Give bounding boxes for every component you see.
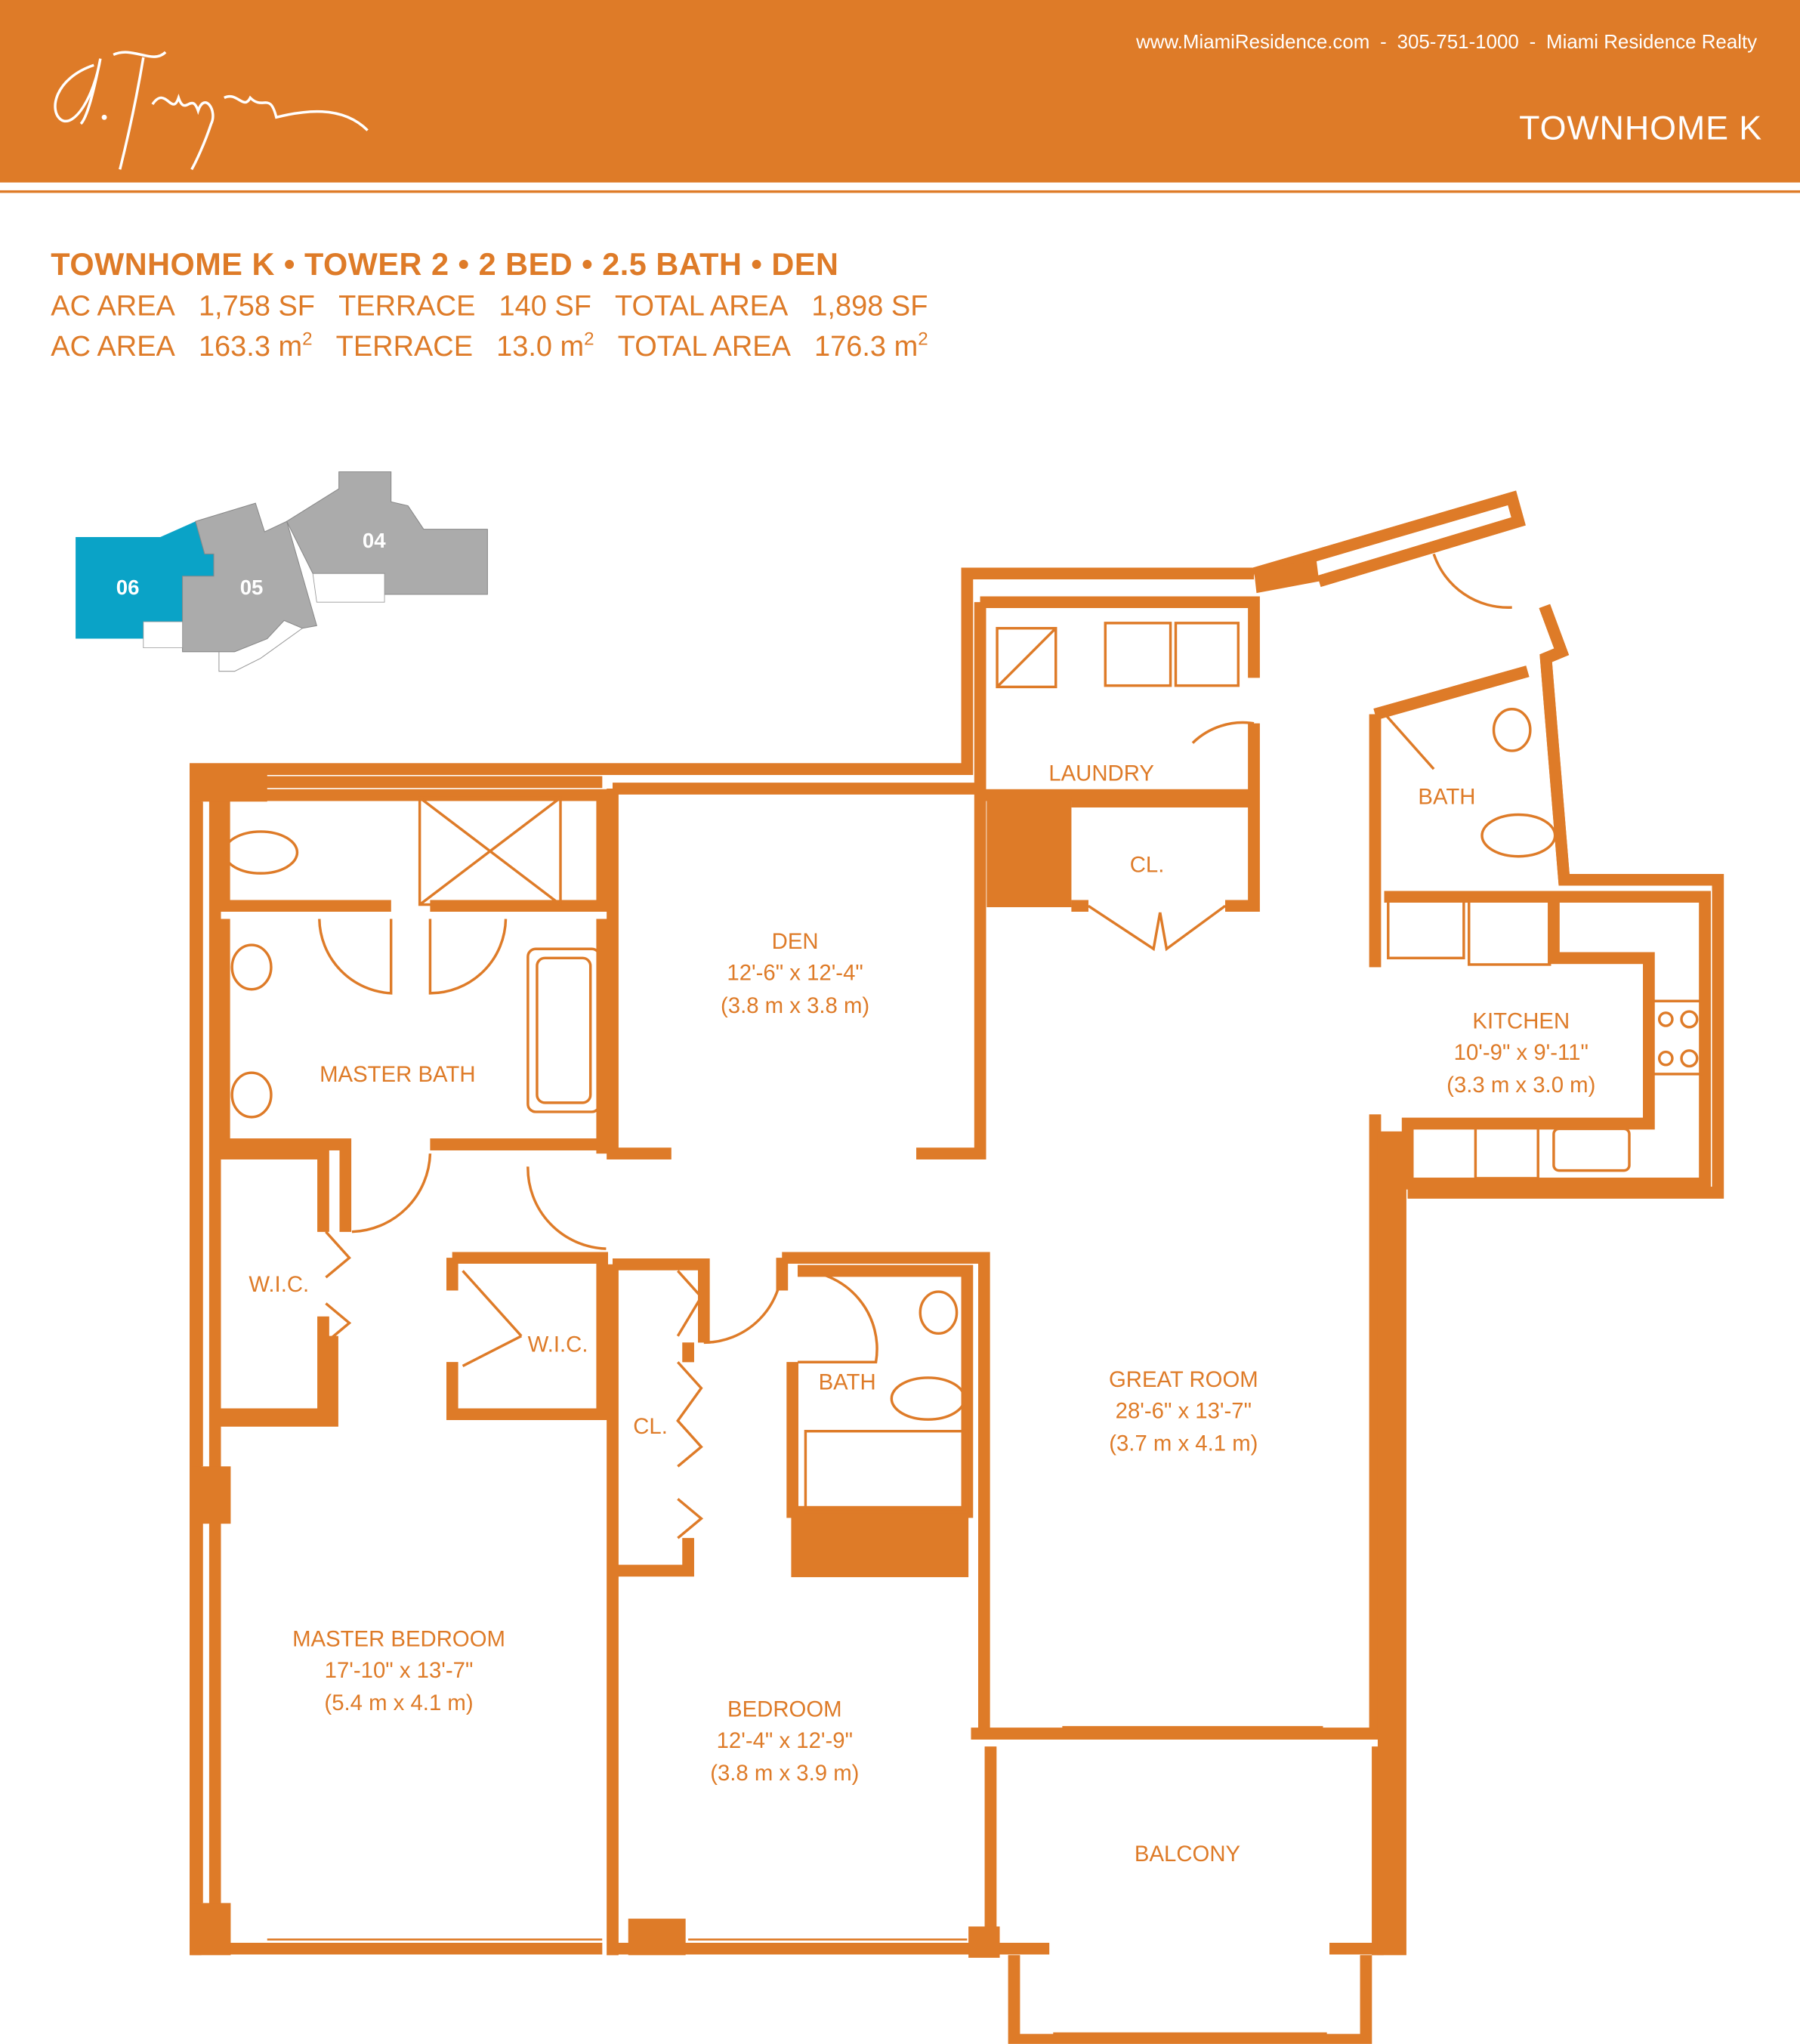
- realty-name: Miami Residence Realty: [1546, 31, 1758, 54]
- ac-label: AC AREA: [51, 289, 175, 323]
- dryer: [1174, 622, 1240, 687]
- specs-headline: TOWNHOME K • TOWER 2 • 2 BED • 2.5 BATH …: [51, 247, 839, 283]
- keyplan-terrace: [312, 573, 385, 603]
- room-den-metric: (3.8 m x 3.8 m): [721, 993, 869, 1018]
- dishwasher: [1474, 1125, 1539, 1180]
- exponent: 2: [302, 328, 313, 350]
- sink: [919, 1290, 959, 1335]
- total-label: TOTAL AREA: [617, 330, 791, 363]
- ac-number: 163.3 m: [198, 330, 303, 363]
- sink: [1492, 708, 1532, 752]
- room-great-room-name: GREAT ROOM: [1109, 1367, 1258, 1392]
- total-number: 176.3 m: [814, 330, 919, 363]
- room-wic-name: W.I.C.: [249, 1272, 309, 1297]
- keyplan-unit-05[interactable]: [182, 502, 317, 653]
- toilet-master: [223, 830, 299, 875]
- room-wic-name: W.I.C.: [528, 1332, 588, 1357]
- ac-value: 163.3 m2: [198, 328, 313, 363]
- exponent: 2: [584, 328, 594, 350]
- keyplan-unit-06[interactable]: [76, 521, 214, 639]
- total-label: TOTAL AREA: [614, 289, 789, 323]
- separator: -: [1529, 31, 1536, 54]
- room-bedroom-name: BEDROOM: [727, 1697, 842, 1722]
- room-bedroom-metric: (3.8 m x 3.9 m): [710, 1761, 859, 1786]
- room-balcony-name: BALCONY: [1135, 1842, 1240, 1866]
- st-tropez-logo: [54, 51, 369, 171]
- terrace-value: 13.0 m2: [496, 328, 594, 363]
- counter: [1468, 897, 1551, 966]
- room-den-name: DEN: [772, 929, 819, 954]
- unit-specs: TOWNHOME K • TOWER 2 • 2 BED • 2.5 BATH …: [51, 248, 951, 364]
- specs-imperial: AC AREA 1,758 SF TERRACE 140 SF TOTAL AREA 1,…: [51, 289, 951, 323]
- total-value: 176.3 m2: [814, 328, 928, 363]
- room-master-bedroom-metric: (5.4 m x 4.1 m): [324, 1690, 473, 1715]
- shower: [418, 796, 562, 906]
- toilet: [890, 1376, 966, 1421]
- terrace-label: TERRACE: [338, 289, 476, 323]
- keyplan-label-05: 05: [240, 576, 264, 599]
- laundry-sink: [996, 627, 1057, 689]
- bathtub: [526, 947, 601, 1113]
- keyplan-walkway: [218, 628, 303, 672]
- room-master-bedroom-dim: 17'-10" x 13'-7": [325, 1658, 474, 1683]
- room-kitchen-dim: 10'-9" x 9'-11": [1454, 1040, 1589, 1065]
- exponent: 2: [918, 328, 928, 350]
- phone-number: 305-751-1000: [1397, 31, 1519, 54]
- kitchen-sink: [1552, 1127, 1631, 1172]
- sink: [230, 1071, 273, 1119]
- room-kitchen-metric: (3.3 m x 3.0 m): [1446, 1073, 1595, 1098]
- toilet: [1480, 813, 1557, 858]
- cooktop: [1651, 999, 1704, 1076]
- terrace-number: 13.0 m: [496, 330, 585, 363]
- room-great-room-metric: (3.7 m x 4.1 m): [1109, 1431, 1258, 1456]
- total-value: 1,898 SF: [811, 289, 928, 323]
- room-den-dim: 12'-6" x 12'-4": [727, 961, 863, 986]
- keyplan-label-04: 04: [363, 529, 386, 552]
- fixtures: [201, 553, 1704, 2035]
- keyplan-label-06: 06: [116, 576, 140, 599]
- unit-title: TOWNHOME K: [1519, 108, 1763, 147]
- room-master-bedroom-name: MASTER BEDROOM: [292, 1626, 505, 1651]
- room-closet-name: CL.: [633, 1414, 668, 1439]
- structural-columns: [191, 560, 1406, 1958]
- contact-line: www.MiamiResidence.com-305-751-1000-Miam…: [1131, 31, 1762, 53]
- room-master-bath-name: MASTER BATH: [320, 1062, 475, 1087]
- ac-value: 1,758 SF: [198, 289, 316, 323]
- washer: [1104, 622, 1172, 687]
- key-plan: 06 05 04: [76, 471, 488, 672]
- sink: [230, 943, 273, 991]
- room-bath-name: BATH: [1418, 785, 1475, 810]
- keyplan-terrace: [143, 621, 184, 649]
- walls: [196, 490, 1718, 2044]
- room-laundry-name: LAUNDRY: [1048, 761, 1154, 786]
- header-rule: [0, 190, 1800, 193]
- header-banner: [0, 0, 1800, 183]
- website-link[interactable]: www.MiamiResidence.com: [1136, 31, 1370, 54]
- ac-label: AC AREA: [51, 330, 175, 363]
- fridge: [1387, 897, 1465, 960]
- room-bedroom-dim: 12'-4" x 12'-9": [717, 1728, 853, 1753]
- separator: -: [1380, 31, 1387, 54]
- room-labels: DEN 12'-6" x 12'-4" (3.8 m x 3.8 m) LAUN…: [249, 761, 1595, 1867]
- room-great-room-dim: 28'-6" x 13'-7": [1116, 1398, 1252, 1423]
- terrace-label: TERRACE: [335, 330, 474, 363]
- room-closet-name: CL.: [1130, 852, 1165, 877]
- room-bath-name: BATH: [819, 1369, 876, 1394]
- room-kitchen-name: KITCHEN: [1472, 1008, 1570, 1033]
- terrace-value: 140 SF: [499, 289, 591, 323]
